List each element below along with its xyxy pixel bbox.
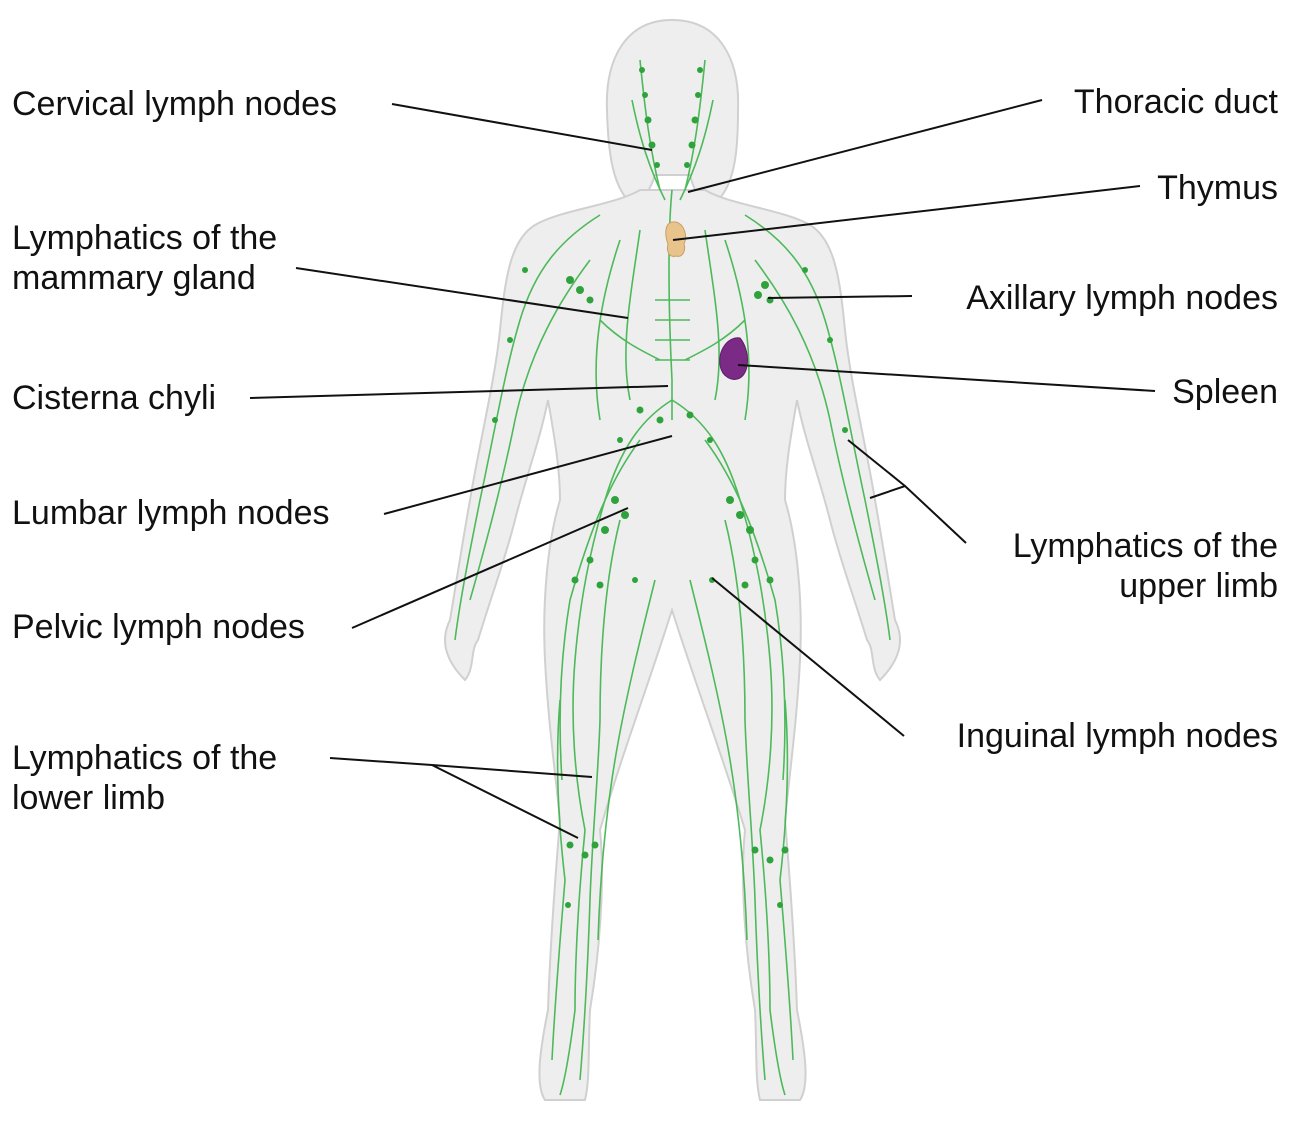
body-silhouette [444, 18, 901, 1101]
spleen-organ [719, 337, 748, 380]
label-inguinal-lymph-nodes: Inguinal lymph nodes [956, 717, 1278, 755]
label-lymphatics-mammary-gland: Lymphatics of the mammary gland [12, 218, 277, 298]
label-mammary-line1: Lymphatics of the [12, 219, 278, 257]
label-lymphatics-upper-limb: Lymphatics of the upper limb [1013, 526, 1278, 606]
leader-lines [249, 99, 1156, 839]
label-lymphatics-lower-limb: Lymphatics of the lower limb [12, 738, 277, 818]
label-cervical-lymph-nodes: Cervical lymph nodes [12, 85, 338, 123]
label-thoracic-duct: Thoracic duct [1073, 83, 1278, 121]
lymph-nodes [492, 67, 848, 908]
label-lumbar-lymph-nodes: Lumbar lymph nodes [12, 494, 330, 532]
label-pelvic-lymph-nodes: Pelvic lymph nodes [12, 608, 305, 646]
label-lower-line1: Lymphatics of the [12, 739, 278, 777]
label-mammary-line2: mammary gland [12, 259, 256, 297]
label-thymus: Thymus [1157, 169, 1278, 207]
label-cisterna-chyli: Cisterna chyli [12, 379, 217, 417]
label-upper-line2: upper limb [1119, 567, 1278, 605]
lymph-vessels [454, 59, 891, 1096]
label-upper-line1: Lymphatics of the [1012, 527, 1278, 565]
label-spleen: Spleen [1172, 373, 1278, 411]
label-lower-line2: lower limb [12, 779, 166, 817]
label-axillary-lymph-nodes: Axillary lymph nodes [966, 279, 1278, 317]
